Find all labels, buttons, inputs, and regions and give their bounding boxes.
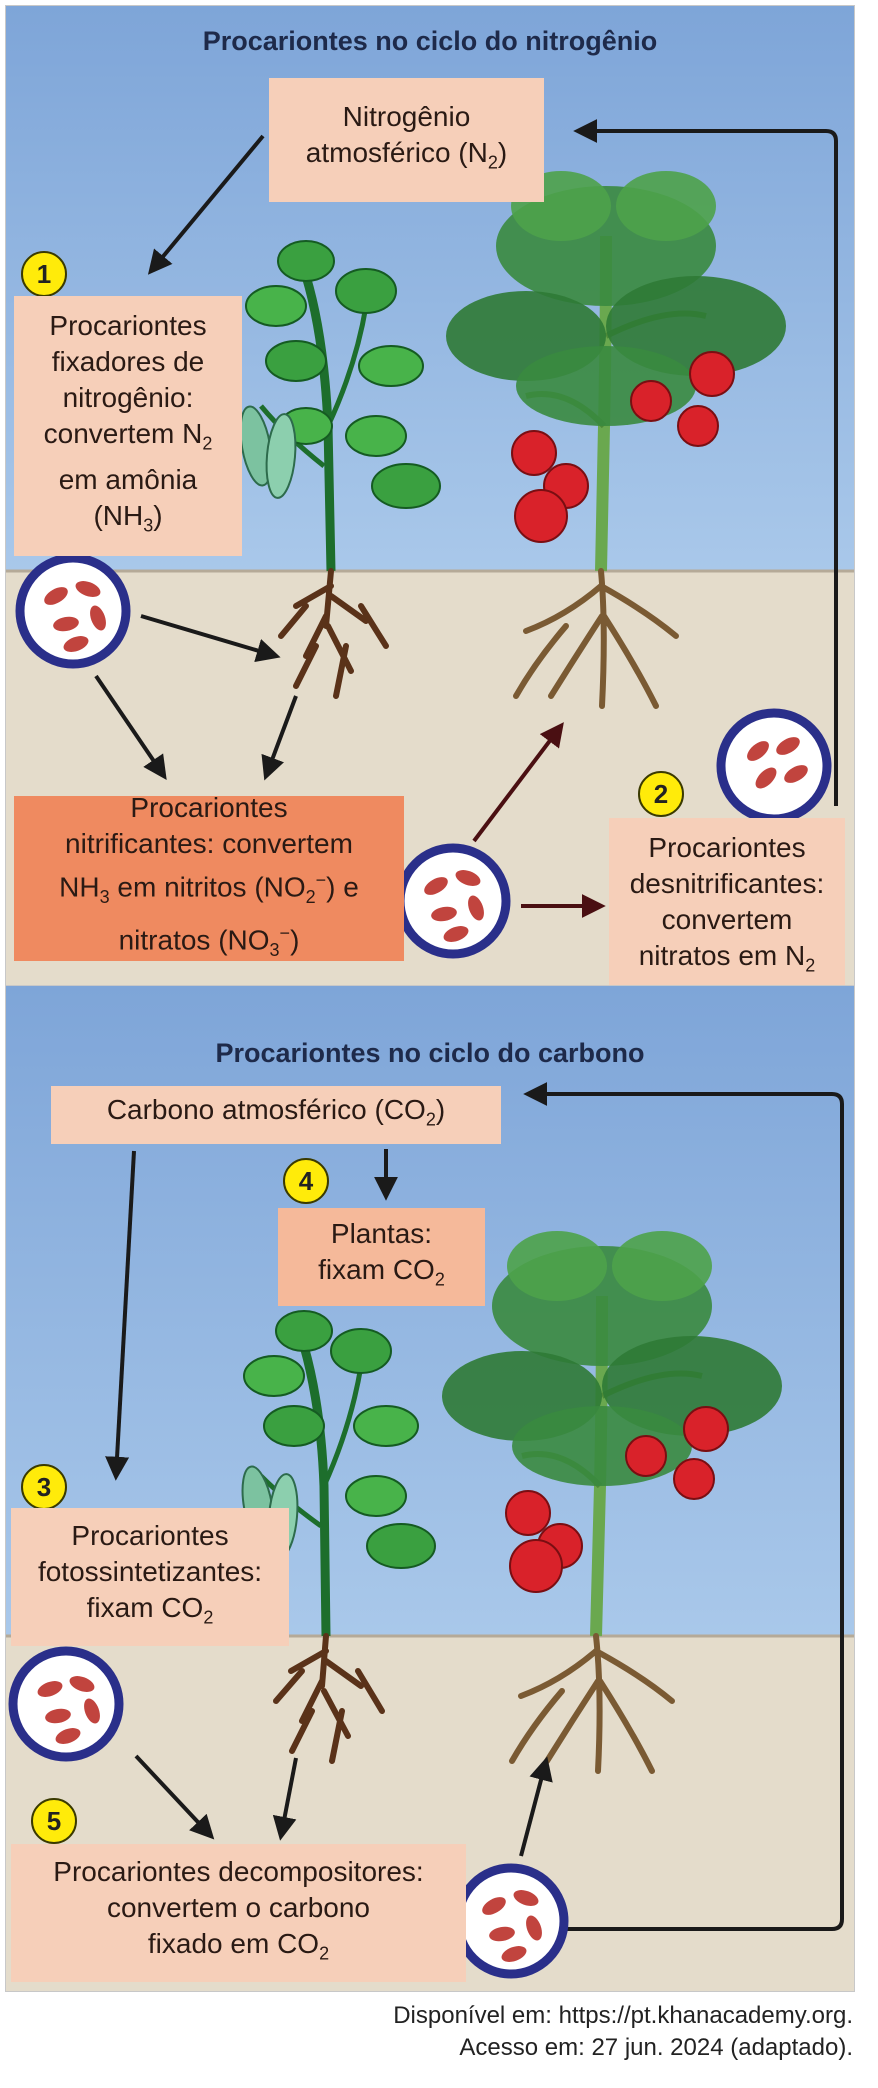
- arrow-fixers-to-nitrifiers: [94, 674, 167, 780]
- arrow-photo-to-decomp: [134, 1754, 215, 1840]
- bacteria-circle-fixers: [15, 553, 131, 669]
- bean-plant: [239, 240, 441, 699]
- carbon-panel: Procariontes no ciclo do carbono Carbono…: [5, 985, 855, 1992]
- arrow-decomp-to-plant: [519, 1756, 553, 1857]
- arrow-fixers-to-roots: [140, 614, 281, 663]
- arrow-nitrates-to-plant: [472, 722, 564, 843]
- atmospheric-nitrogen-box: Nitrogênio atmosférico (N2): [269, 78, 544, 202]
- atmospheric-carbon-box: Carbono atmosférico (CO2): [51, 1086, 501, 1144]
- badge-2: 2: [638, 771, 684, 817]
- tomato-plant: [446, 171, 786, 709]
- nitrogen-title: Procariontes no ciclo do nitrogênio: [202, 26, 658, 56]
- bacteria-circle-denitrifiers: [716, 708, 832, 824]
- arrow-decomp-to-atmos: [523, 1082, 844, 1931]
- source-credit: Disponível em: https://pt.khanacademy.or…: [393, 2002, 853, 2061]
- badge-5: 5: [31, 1798, 77, 1844]
- bean-plant: [241, 1310, 436, 1764]
- badge-4: 4: [283, 1158, 329, 1204]
- bacteria-circle-photo: [8, 1646, 124, 1762]
- decomposers-box: Procariontes decompositores: convertem o…: [11, 1844, 466, 1982]
- bacteria-circle-nitrifiers: [395, 843, 511, 959]
- plants-box: Plantas: fixam CO2: [278, 1208, 485, 1306]
- tomato-plant: [442, 1231, 782, 1774]
- photosynthetic-box: Procariontes fotossintetizantes: fixam C…: [11, 1508, 289, 1646]
- fixers-box: Procariontes fixadores de nitrogênio: co…: [14, 296, 242, 556]
- arrow-atmos-to-photo: [105, 1150, 136, 1481]
- denitrifiers-box: Procariontes desnitrificantes: convertem…: [609, 818, 845, 996]
- arrow-roots-to-nitrifiers: [261, 695, 298, 781]
- arrow-denitrifiers-to-atmos: [573, 119, 838, 806]
- arrow-roots-to-decomp: [272, 1757, 298, 1841]
- badge-1: 1: [21, 251, 67, 297]
- badge-3: 3: [21, 1464, 67, 1510]
- nitrifiers-box: Procariontes nitrificantes: convertem NH…: [14, 792, 404, 961]
- arrow-atmos-to-fixers: [147, 134, 265, 275]
- nitrogen-panel: Procariontes no ciclo do nitrogênio Nitr…: [5, 5, 855, 1002]
- carbon-title: Procariontes no ciclo do carbono: [215, 1038, 645, 1068]
- bacteria-circle-decomp: [453, 1863, 569, 1979]
